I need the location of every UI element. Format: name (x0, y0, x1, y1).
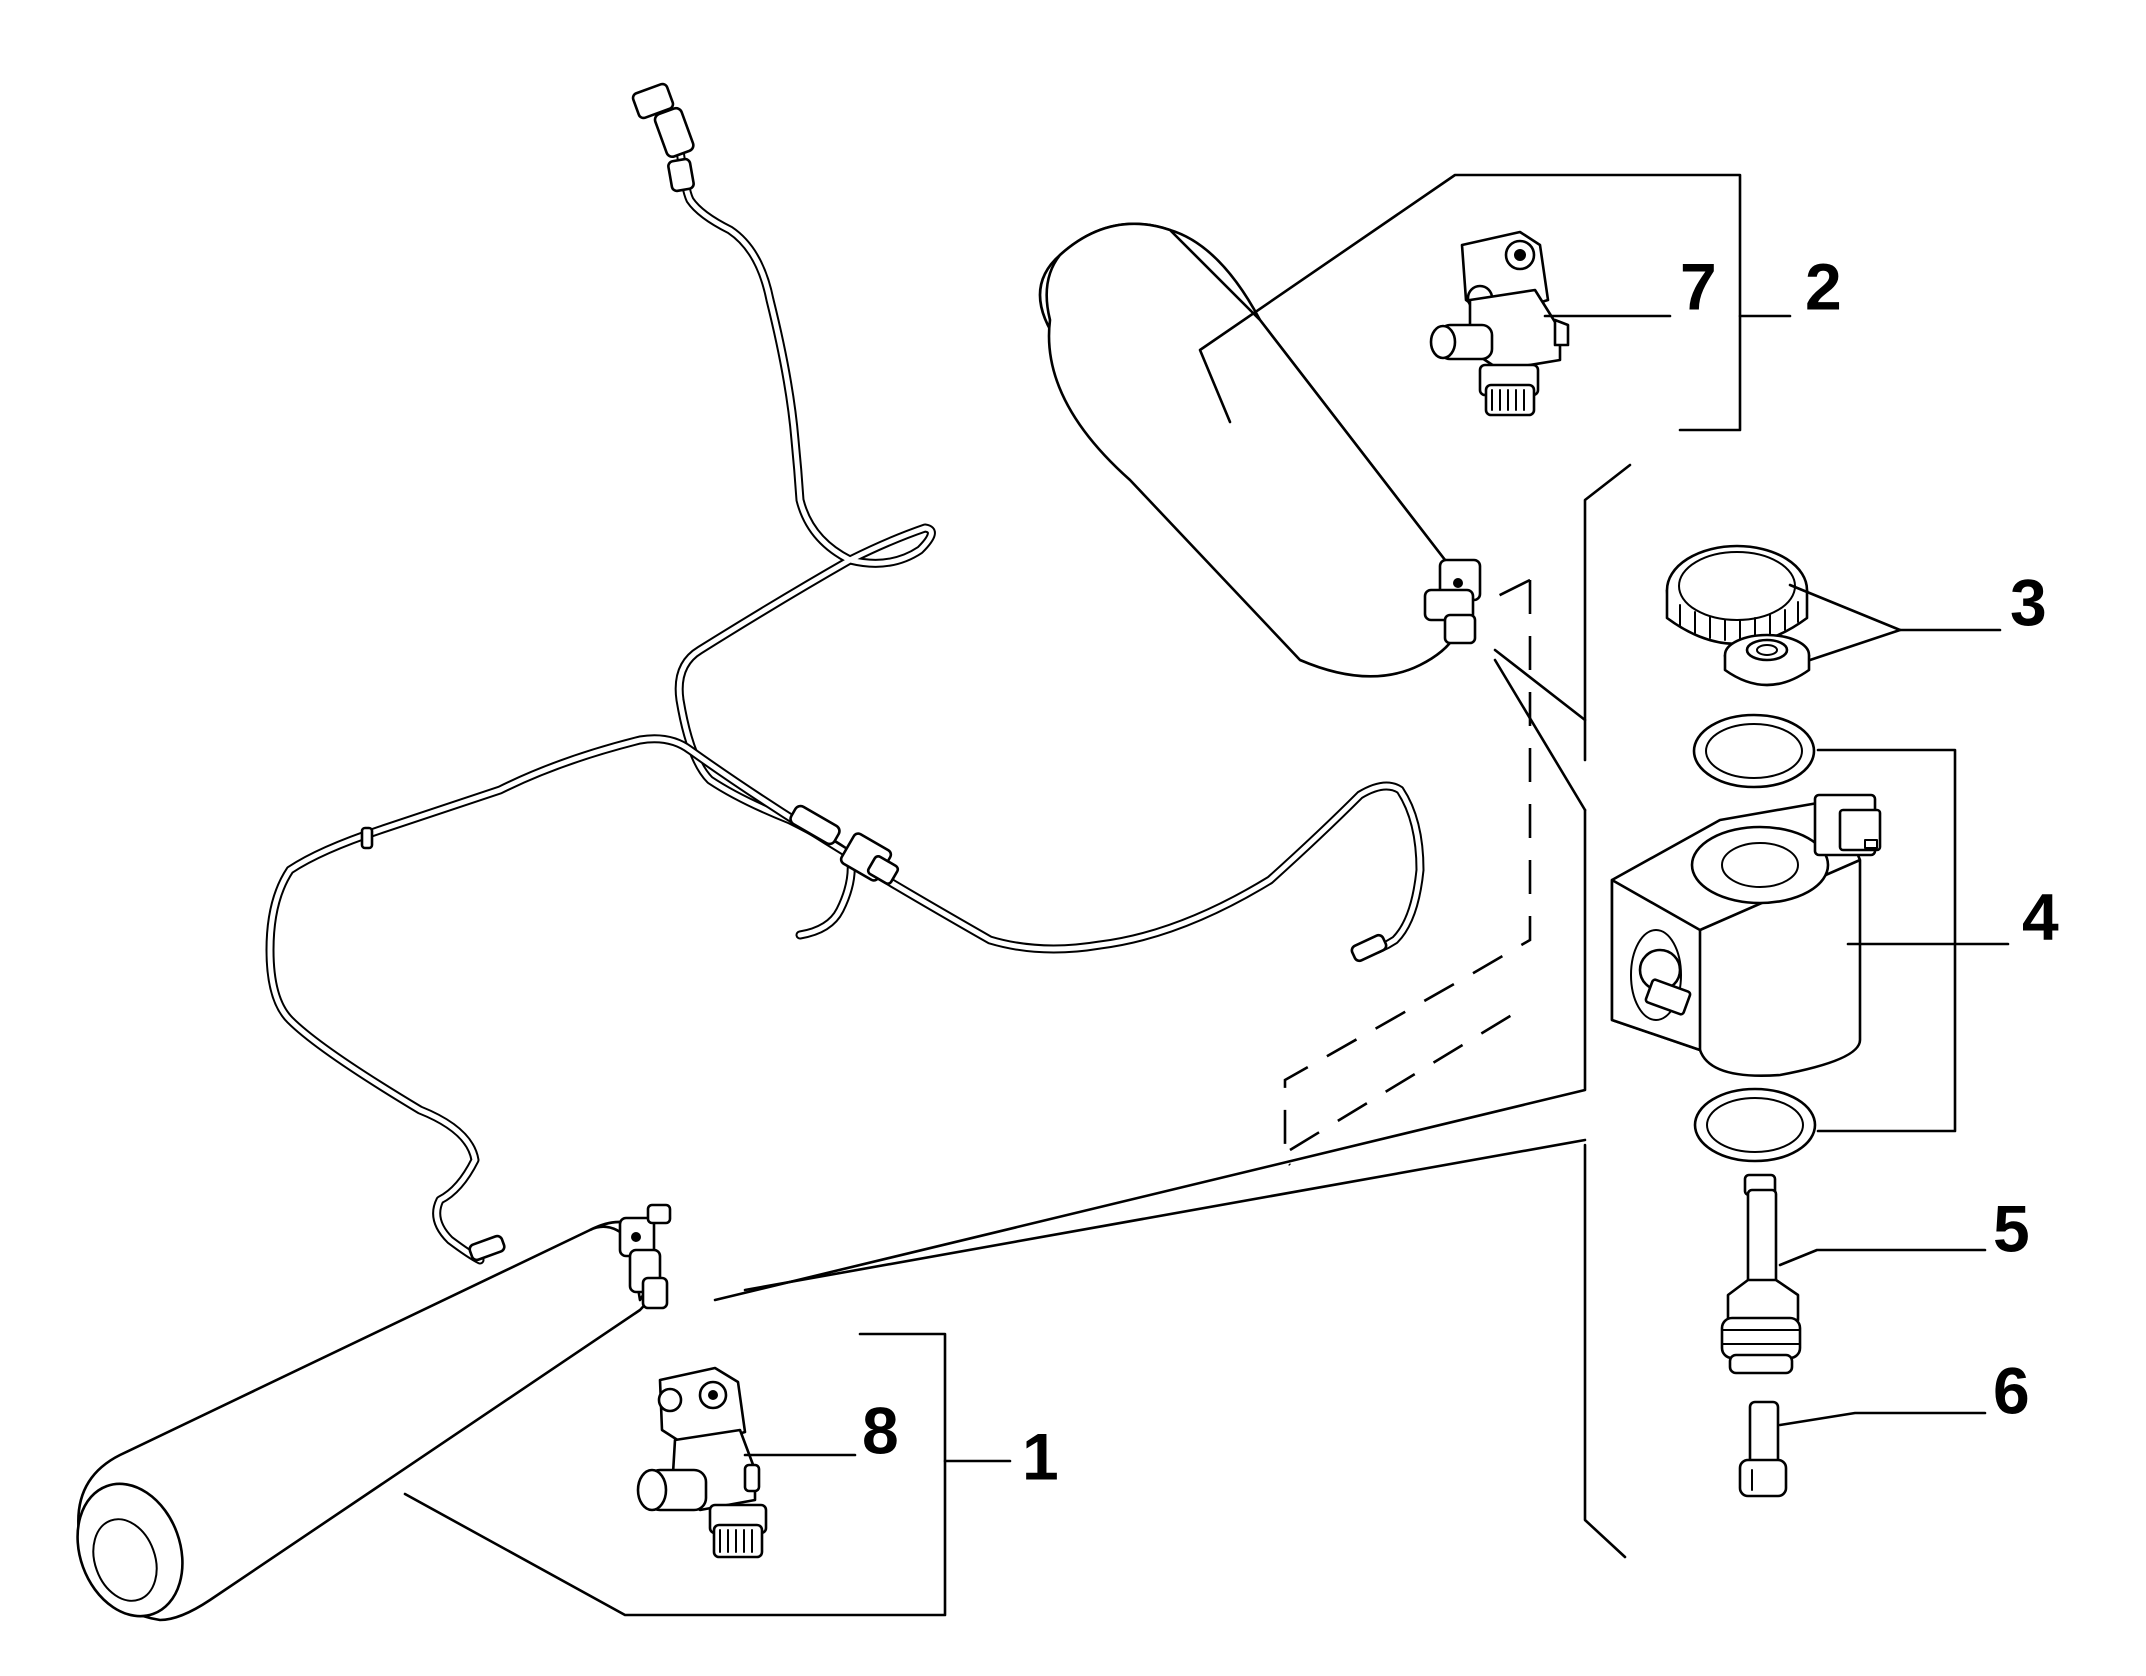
callout-5: 5 (1993, 1191, 2030, 1265)
callout-1: 1 (1022, 1419, 1059, 1493)
leader-lines (403, 173, 2010, 1617)
valve-7 (1429, 230, 1570, 417)
valve-8 (636, 1366, 768, 1559)
tank-2 (1038, 222, 1482, 678)
valve-stem-5 (1720, 1173, 1802, 1375)
callout-6: 6 (1993, 1353, 2030, 1427)
fuel-pipe-assembly (265, 82, 1425, 1265)
solenoid-coil-4 (1610, 713, 1882, 1163)
cap-seal-3 (1665, 544, 1811, 687)
cylinder-1 (76, 1203, 672, 1622)
callout-7: 7 (1680, 249, 1717, 323)
pin-6 (1738, 1400, 1788, 1498)
callout-4: 4 (2022, 879, 2059, 953)
callout-8: 8 (862, 1393, 899, 1467)
callout-2: 2 (1805, 249, 1842, 323)
callout-3: 3 (2010, 565, 2047, 639)
callout-labels: 1 2 3 4 5 6 7 8 (862, 249, 2059, 1493)
